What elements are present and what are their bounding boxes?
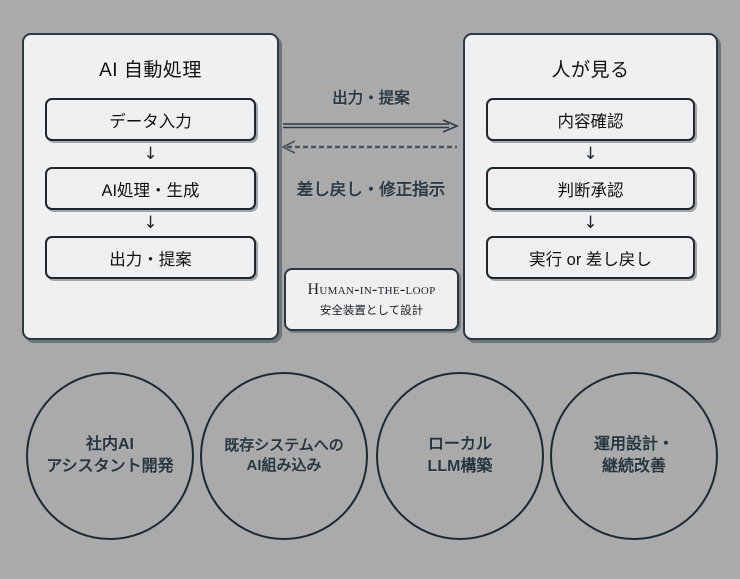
- process-flow-diagram: AI 自動処理 データ入力 ↓ AI処理・生成 ↓ 出力・提案 出力・提案: [22, 33, 718, 340]
- hitl-title: Human-in-the-loop: [307, 281, 436, 299]
- ai-panel-title: AI 自動処理: [99, 60, 202, 81]
- service-line-1: 社内AI: [85, 436, 134, 454]
- service-circle[interactable]: 既存システムへの AI組み込み: [200, 372, 368, 540]
- human-step-2-label: 判断承認: [557, 181, 624, 200]
- human-step-3[interactable]: 実行 or 差し戻し: [486, 236, 695, 279]
- down-arrow-icon: ↓: [583, 143, 598, 164]
- ai-step-3[interactable]: 出力・提案: [45, 236, 256, 279]
- ai-step-1[interactable]: データ入力: [45, 98, 256, 141]
- ai-step-1-label: データ入力: [109, 112, 192, 131]
- human-step-1[interactable]: 内容確認: [486, 98, 695, 141]
- exchange-column: 出力・提案 差し戻し・修正指示 Human-in-the-loop 安全装置とし…: [281, 33, 461, 340]
- down-arrow-icon: ↓: [143, 143, 158, 164]
- human-review-panel: 人が見る 内容確認 ↓ 判断承認 ↓ 実行 or 差し戻し: [463, 33, 718, 340]
- forward-arrow-icon: [281, 118, 461, 136]
- service-line-2: AI組み込み: [246, 457, 322, 474]
- service-circle[interactable]: 社内AI アシスタント開発: [26, 372, 194, 540]
- service-circle-text: ローカル LLM構築: [422, 434, 499, 477]
- service-line-2: LLM構築: [427, 458, 493, 475]
- service-line-2: アシスタント開発: [46, 458, 174, 475]
- service-circle-text: 社内AI アシスタント開発: [40, 434, 179, 477]
- ai-automation-panel: AI 自動処理 データ入力 ↓ AI処理・生成 ↓ 出力・提案: [22, 33, 279, 340]
- human-step-3-label: 実行 or 差し戻し: [529, 250, 652, 269]
- down-arrow-icon: ↓: [583, 212, 598, 233]
- ai-step-3-label: 出力・提案: [109, 250, 192, 269]
- human-step-list: 内容確認 ↓ 判断承認 ↓ 実行 or 差し戻し: [465, 98, 716, 279]
- human-step-2[interactable]: 判断承認: [486, 167, 695, 210]
- human-panel-title: 人が見る: [551, 60, 630, 81]
- ai-step-list: データ入力 ↓ AI処理・生成 ↓ 出力・提案: [24, 98, 277, 279]
- ai-step-2[interactable]: AI処理・生成: [45, 167, 256, 210]
- service-circle[interactable]: ローカル LLM構築: [376, 372, 544, 540]
- human-step-1-label: 内容確認: [557, 112, 624, 131]
- service-circle[interactable]: 運用設計・ 継続改善: [550, 372, 718, 540]
- backward-arrow-icon: [281, 140, 461, 158]
- service-circle-text: 既存システムへの AI組み込み: [218, 436, 350, 477]
- service-circle-text: 運用設計・ 継続改善: [588, 434, 680, 477]
- service-circle-row: 社内AI アシスタント開発 既存システムへの AI組み込み ローカル LLM構築…: [0, 369, 740, 545]
- service-line-1: ローカル: [427, 436, 492, 454]
- forward-flow-label: 出力・提案: [332, 90, 410, 107]
- service-line-1: 運用設計・: [593, 436, 674, 454]
- human-in-the-loop-badge: Human-in-the-loop 安全装置として設計: [284, 268, 459, 331]
- ai-step-2-label: AI処理・生成: [101, 181, 200, 200]
- service-line-1: 既存システムへの: [224, 436, 344, 454]
- down-arrow-icon: ↓: [143, 212, 158, 233]
- service-line-2: 継続改善: [601, 458, 666, 475]
- backward-flow-label: 差し戻し・修正指示: [296, 181, 446, 199]
- hitl-subtitle: 安全装置として設計: [319, 304, 424, 317]
